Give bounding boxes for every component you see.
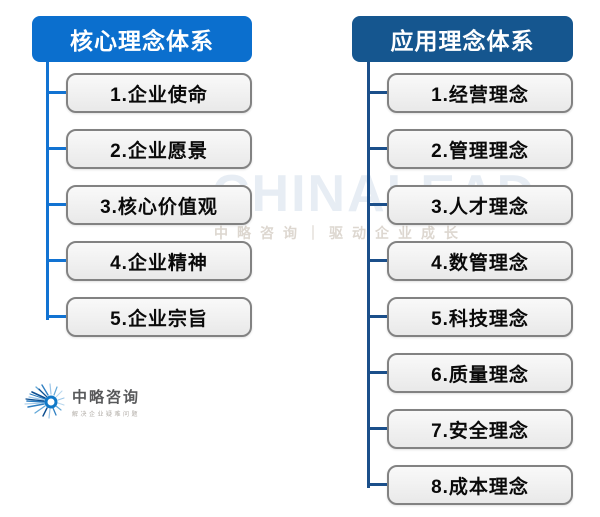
branch-line	[367, 203, 387, 206]
branch-line	[367, 483, 387, 486]
tree-node-row: 3.核心价值观	[46, 185, 252, 225]
branch-line	[46, 203, 66, 206]
tree-node-row: 5.企业宗旨	[46, 297, 252, 337]
branch-line	[46, 259, 66, 262]
node-enterprise-mission: 1.企业使命	[66, 73, 252, 113]
branch-line	[367, 371, 387, 374]
tree-node-row: 1.经营理念	[367, 73, 573, 113]
tree-node-row: 7.安全理念	[367, 409, 573, 449]
node-core-values: 3.核心价值观	[66, 185, 252, 225]
branch-line	[46, 315, 66, 318]
node-data-concept: 4.数管理念	[387, 241, 573, 281]
starburst-logo-icon	[24, 383, 65, 419]
node-talent-concept: 3.人才理念	[387, 185, 573, 225]
tree-node-row: 1.企业使命	[46, 73, 252, 113]
logo-tagline: 解决企业疑难问题	[72, 412, 141, 418]
tree-node-row: 4.数管理念	[367, 241, 573, 281]
tree-applied-connector-line	[367, 62, 370, 488]
node-quality-concept: 6.质量理念	[387, 353, 573, 393]
logo-text-block: 中略咨询 解决企业疑难问题	[72, 386, 140, 418]
tree-applied-concepts: 应用理念体系 1.经营理念 2.管理理念 3.人才理念 4.数管理念 5.科技理…	[352, 16, 573, 505]
tree-node-row: 4.企业精神	[46, 241, 252, 281]
tree-node-row: 2.管理理念	[367, 129, 573, 169]
tree-node-row: 5.科技理念	[367, 297, 573, 337]
node-enterprise-spirit: 4.企业精神	[66, 241, 252, 281]
node-enterprise-purpose: 5.企业宗旨	[66, 297, 252, 337]
tree-core-header: 核心理念体系	[32, 16, 252, 62]
branch-line	[46, 147, 66, 150]
node-enterprise-vision: 2.企业愿景	[66, 129, 252, 169]
branch-line	[46, 91, 66, 94]
logo-company-name: 中略咨询	[72, 389, 141, 406]
tree-node-row: 6.质量理念	[367, 353, 573, 393]
tree-node-row: 2.企业愿景	[46, 129, 252, 169]
tree-node-row: 3.人才理念	[367, 185, 573, 225]
tree-applied-header: 应用理念体系	[352, 16, 573, 62]
node-cost-concept: 8.成本理念	[387, 465, 573, 505]
node-business-concept: 1.经营理念	[387, 73, 573, 113]
company-logo: 中略咨询 解决企业疑难问题	[22, 379, 140, 425]
node-safety-concept: 7.安全理念	[387, 409, 573, 449]
node-management-concept: 2.管理理念	[387, 129, 573, 169]
tree-node-row: 8.成本理念	[367, 465, 573, 505]
tree-core-concepts: 核心理念体系 1.企业使命 2.企业愿景 3.核心价值观 4.企业精神 5.企业…	[32, 16, 252, 337]
branch-line	[367, 259, 387, 262]
branch-line	[367, 315, 387, 318]
node-technology-concept: 5.科技理念	[387, 297, 573, 337]
branch-line	[367, 147, 387, 150]
tree-core-connector-line	[46, 62, 49, 320]
branch-line	[367, 91, 387, 94]
branch-line	[367, 427, 387, 430]
